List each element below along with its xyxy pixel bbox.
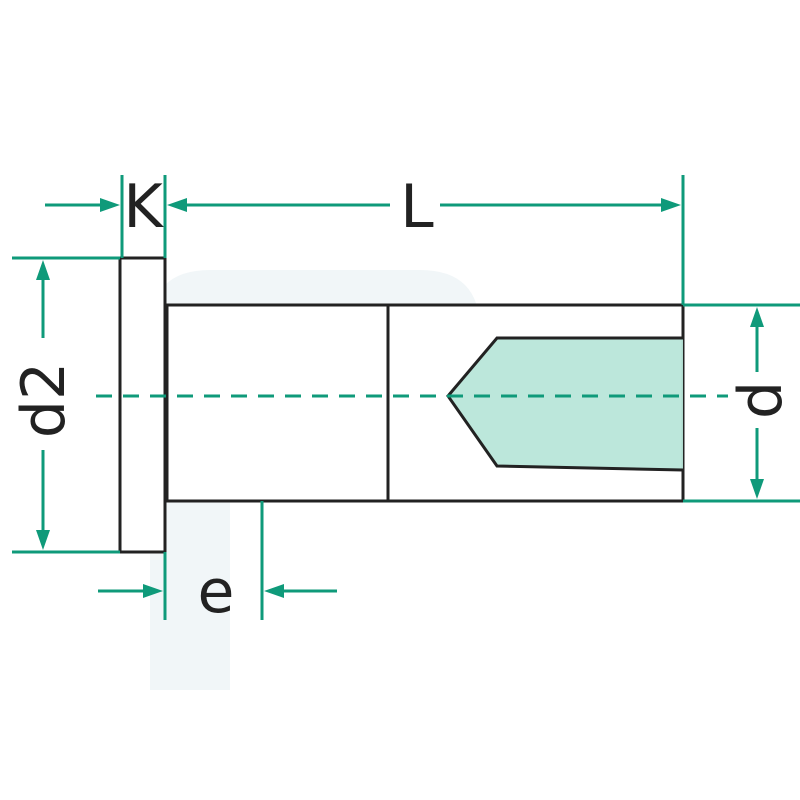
rivet-part <box>118 256 685 554</box>
dimension-e: e <box>98 501 337 627</box>
l-arrow-left <box>167 198 187 212</box>
dimension-d: d <box>683 303 800 503</box>
label-d: d <box>726 381 796 419</box>
label-l: L <box>400 172 434 242</box>
l-arrow-right <box>661 198 681 212</box>
d2-arrow-top <box>36 260 50 280</box>
k-arrow <box>100 198 120 212</box>
label-e: e <box>198 557 235 627</box>
d-arrow-top <box>750 307 764 327</box>
rivet-head <box>118 256 167 554</box>
d2-arrow-bottom <box>36 530 50 550</box>
e-arrow-left <box>143 584 163 598</box>
dimension-d2: d2 <box>9 256 120 554</box>
dimension-k-l: K L <box>45 172 685 305</box>
e-arrow-right <box>264 584 284 598</box>
label-d2: d2 <box>9 362 79 438</box>
d-arrow-bottom <box>750 479 764 499</box>
label-k: K <box>123 172 164 242</box>
